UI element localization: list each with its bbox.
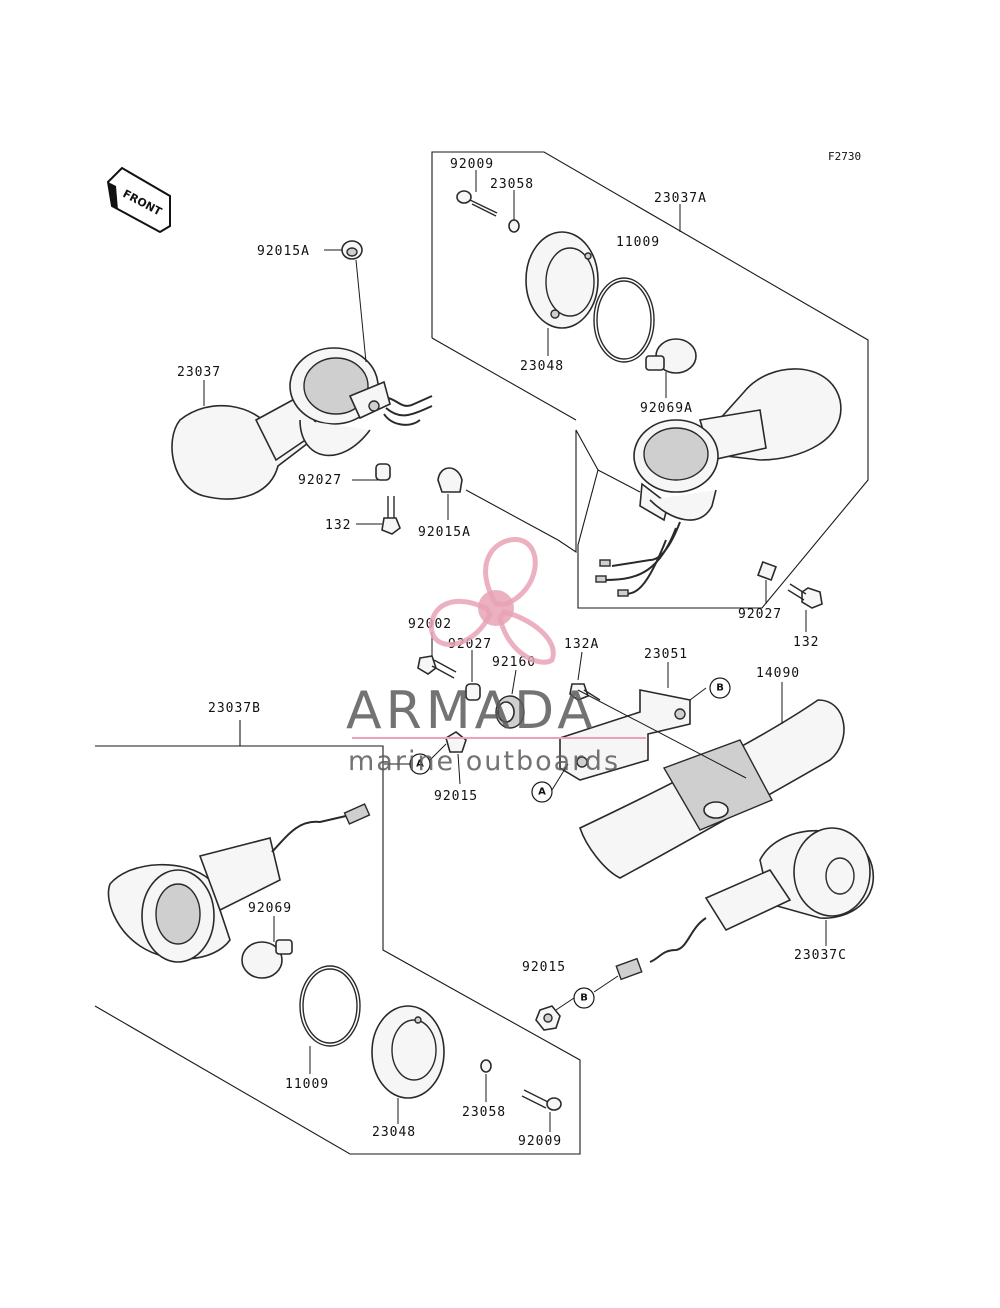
turn-signal-23037B (107, 803, 371, 963)
part-label-92009-top: 92009 (450, 157, 494, 172)
part-label-23037: 23037 (177, 365, 221, 380)
leader-lines (203, 170, 827, 1132)
cover-14090 (579, 699, 845, 879)
part-label-92015-mid: 92015 (434, 789, 478, 804)
part-label-92015A-mid: 92015A (418, 525, 471, 540)
part-label-92027-right: 92027 (738, 607, 782, 622)
watermark-tagline: marine outboards (348, 746, 620, 777)
part-label-132A: 132A (564, 637, 599, 652)
gasket-11009-bottom (299, 965, 361, 1047)
part-label-92160: 92160 (492, 655, 536, 670)
turn-signal-23037C (615, 827, 875, 981)
part-label-132-right: 132 (793, 635, 819, 650)
part-label-23058-top: 23058 (490, 177, 534, 192)
part-label-92015-bottom: 92015 (522, 960, 566, 975)
bulb-92069A (645, 338, 697, 374)
bolt-92002 (417, 655, 457, 679)
grommet-23058-top (508, 219, 520, 233)
part-label-23037B: 23037B (208, 701, 261, 716)
part-label-132-left: 132 (325, 518, 351, 533)
part-number-labels: 92009 23058 23037A 11009 23048 92069A 92… (177, 157, 847, 1149)
bolt-132A (569, 683, 601, 701)
part-label-23048-top: 23048 (520, 359, 564, 374)
diagram-ref-code: F2730 (828, 150, 861, 163)
callout-B-upper: B (709, 677, 731, 699)
screw-92009-top (456, 190, 498, 217)
clip-92027-left (375, 463, 391, 481)
turn-signal-23037 (171, 347, 433, 500)
svg-text:B: B (580, 993, 588, 1004)
lens-23048-bottom (371, 1005, 445, 1099)
part-label-92015A-left: 92015A (257, 244, 310, 259)
part-label-23048-bottom: 23048 (372, 1125, 416, 1140)
grommet-92015-bottom (535, 1005, 561, 1031)
watermark: ARMADA marine outboards (346, 537, 646, 777)
part-label-92009-bottom: 92009 (518, 1134, 562, 1149)
svg-text:A: A (416, 759, 424, 770)
grommet-23058-bottom (480, 1059, 492, 1073)
bolt-132-left (381, 496, 401, 535)
callout-B-lower: B (573, 987, 595, 1009)
frame-23037B (94, 745, 581, 1155)
grommet-92015A-left (341, 240, 363, 260)
part-label-23037A: 23037A (654, 191, 707, 206)
screw-92009-bottom (521, 1089, 562, 1111)
part-label-92069: 92069 (248, 901, 292, 916)
gasket-11009-top (593, 277, 655, 363)
part-label-92069A: 92069A (640, 401, 693, 416)
bolt-132-right (787, 583, 823, 609)
clip-92027-mid (465, 683, 481, 701)
svg-text:A: A (538, 787, 546, 798)
bracket-23051 (559, 689, 691, 781)
part-label-11009-bottom: 11009 (285, 1077, 329, 1092)
part-label-92027-left: 92027 (298, 473, 342, 488)
turn-signal-23037A (595, 368, 842, 597)
clip-92027-right (757, 561, 777, 581)
frame-23037A (431, 151, 869, 609)
lens-23048-top (525, 231, 599, 329)
front-direction-arrow-icon: FRONT (106, 166, 171, 234)
part-label-23037C: 23037C (794, 948, 847, 963)
part-label-11009-top: 11009 (616, 235, 660, 250)
watermark-brand: ARMADA (346, 681, 597, 741)
svg-text:B: B (716, 683, 724, 694)
part-label-14090: 14090 (756, 666, 800, 681)
part-label-23058-bottom: 23058 (462, 1105, 506, 1120)
propeller-icon (428, 537, 556, 665)
callout-A-right: A (531, 781, 553, 803)
bulb-92069 (241, 939, 293, 979)
damper-92160 (495, 695, 525, 729)
grommet-92015A-mid (437, 467, 463, 493)
callout-A-left: A (409, 753, 431, 775)
part-label-23051: 23051 (644, 647, 688, 662)
